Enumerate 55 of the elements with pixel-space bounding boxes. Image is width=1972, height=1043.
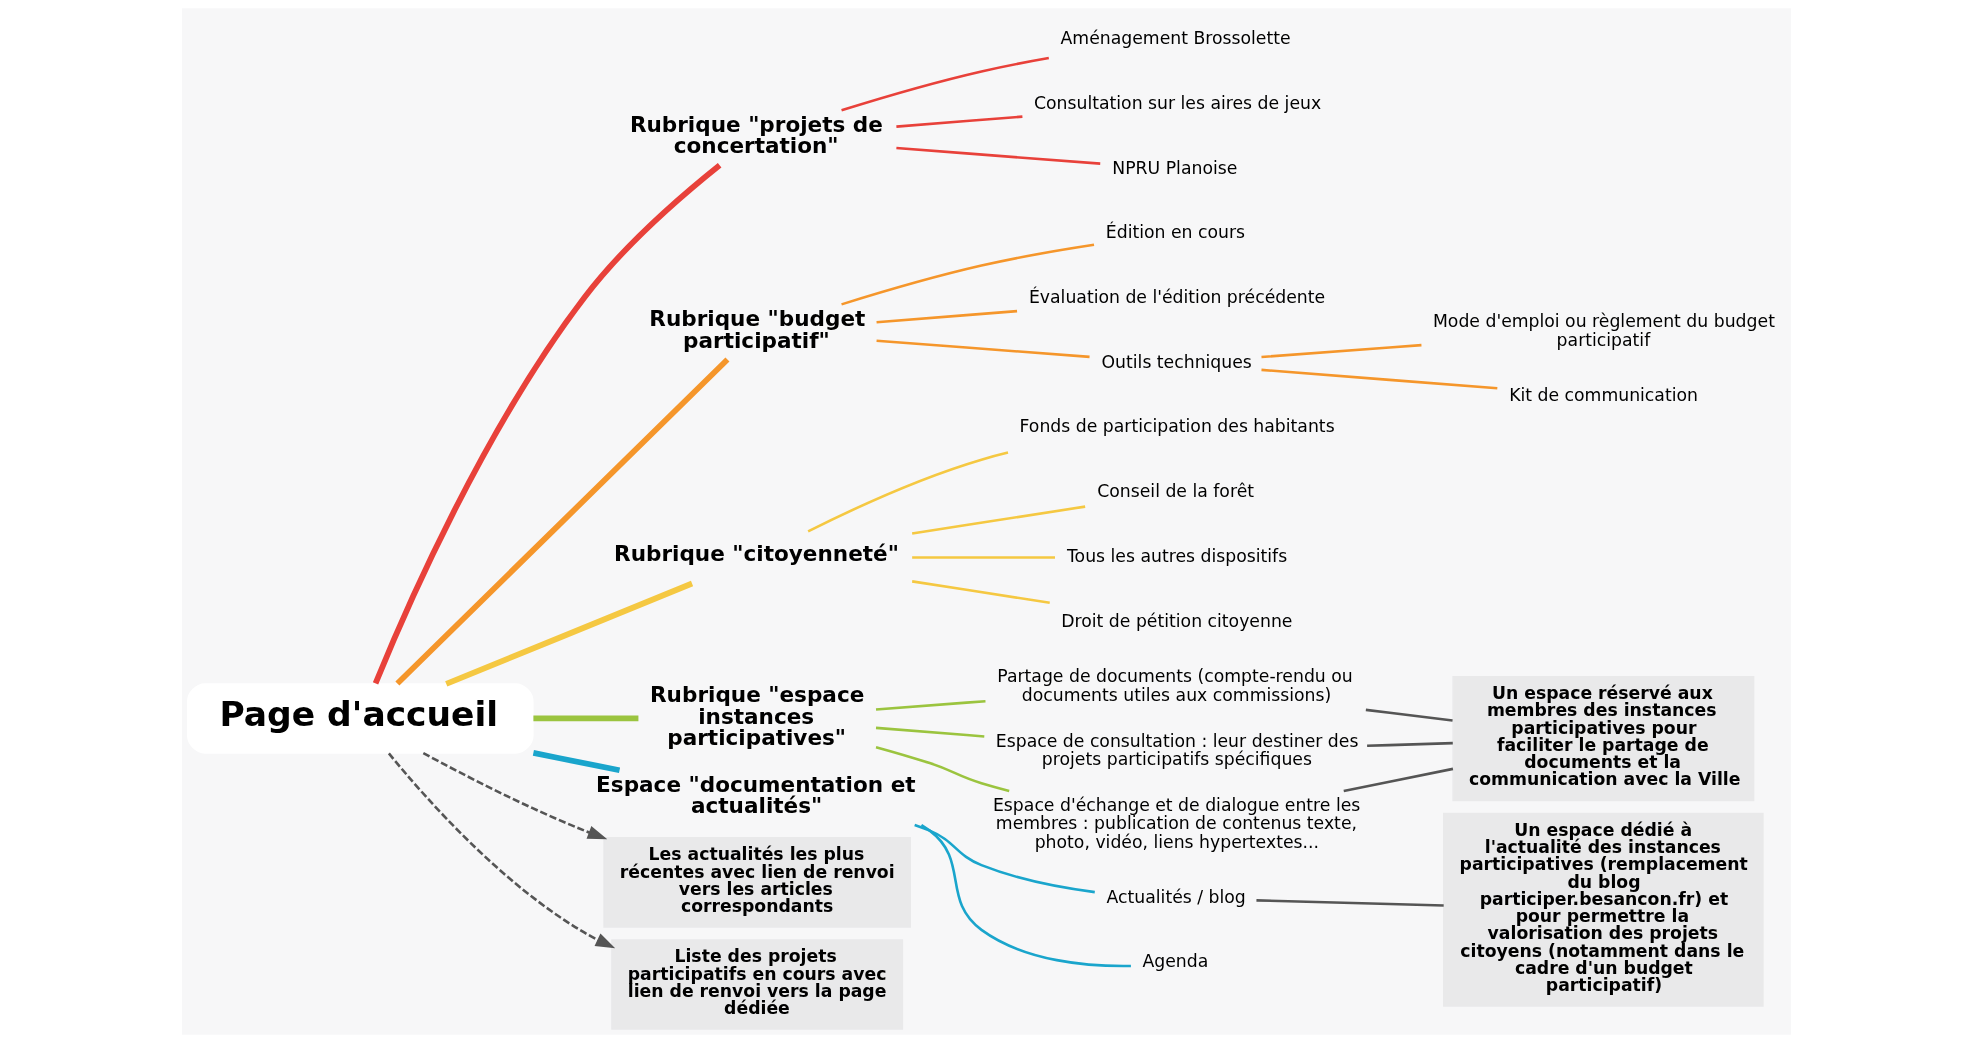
node-text: Consultation sur les aires de jeux <box>1033 92 1321 113</box>
node-text: Espace de consultation : leur destiner des projets participatifs spécifiques <box>995 730 1358 770</box>
connector <box>1255 899 1444 907</box>
connector <box>372 162 721 685</box>
connector <box>1366 741 1453 748</box>
connector <box>875 745 1010 793</box>
connector <box>895 115 1022 128</box>
node-text: Outils techniques <box>1101 351 1252 372</box>
connector <box>911 580 1050 605</box>
connector <box>1260 368 1497 390</box>
node-box: Liste des projets participatifs en cours avec lien de renvoi vers la page dédiée <box>610 939 903 1030</box>
node-text: Partage de documents (compte-rendu ou documents utiles aux commissions) <box>996 665 1353 705</box>
node-text: Agenda <box>1142 951 1208 972</box>
node-text: Tous les autres dispositifs <box>1066 545 1287 566</box>
node-box: Page d'accueil <box>186 683 534 754</box>
connector <box>1342 767 1453 793</box>
node-box: Un espace réservé aux membres des instances participatives pour faciliter le partage de documents et la communication avec la Ville <box>1451 676 1754 802</box>
connector <box>911 556 1055 559</box>
node-box: Les actualités les plus récentes avec lien de renvoi vers les articles correspondants <box>602 837 911 928</box>
connector <box>913 823 1095 894</box>
connector <box>911 505 1085 535</box>
connector <box>807 451 1008 533</box>
connector <box>920 823 1131 968</box>
node-text: Actualités / blog <box>1106 886 1246 907</box>
node-text: Conseil de la forêt <box>1096 481 1254 502</box>
node-text: Droit de pétition citoyenne <box>1060 610 1292 631</box>
connector <box>1260 343 1422 359</box>
connector <box>895 146 1100 165</box>
node-text: Mode d'emploi ou règlement du budget participatif <box>1432 310 1775 350</box>
node-text: Espace "documentation et actualités" <box>595 771 916 819</box>
connector <box>394 357 729 686</box>
connector <box>840 56 1049 112</box>
connector <box>875 699 986 711</box>
connector <box>875 309 1017 324</box>
node-text: Évaluation de l'édition précédente <box>1028 287 1325 308</box>
node-text: Espace d'échange et de dialogue entre les membres : publication de contenus texte, photo, vidéo, liens hypertextes... <box>992 794 1360 853</box>
connector <box>875 726 984 738</box>
node-text: Aménagement Brossolette <box>1060 28 1291 49</box>
arrow <box>422 751 607 840</box>
connector <box>875 339 1090 359</box>
node-text: Fonds de participation des habitants <box>1019 416 1335 437</box>
connector <box>532 715 638 722</box>
arrow <box>387 752 615 949</box>
connector <box>1365 708 1453 722</box>
node-text: Rubrique "budget participatif" <box>648 305 865 353</box>
node-text: Rubrique "projets de concertation" <box>629 111 883 159</box>
connector <box>532 750 620 774</box>
connector <box>444 580 693 687</box>
node-text: Édition en cours <box>1105 222 1245 243</box>
node-box: Un espace dédié à l'actualité des instances participatives (remplacement du blog participer.besancon.fr) et pour permettre la valorisation des projets citoyens (notamment dans le cadre d'un budget participatif) <box>1442 812 1764 1007</box>
node-text: Rubrique "espace instances participatives" <box>649 681 864 751</box>
node-text: Rubrique "citoyenneté" <box>613 541 899 567</box>
node-text: NPRU Planoise <box>1111 157 1237 178</box>
connector <box>840 243 1094 306</box>
node-text: Kit de communication <box>1508 384 1698 405</box>
